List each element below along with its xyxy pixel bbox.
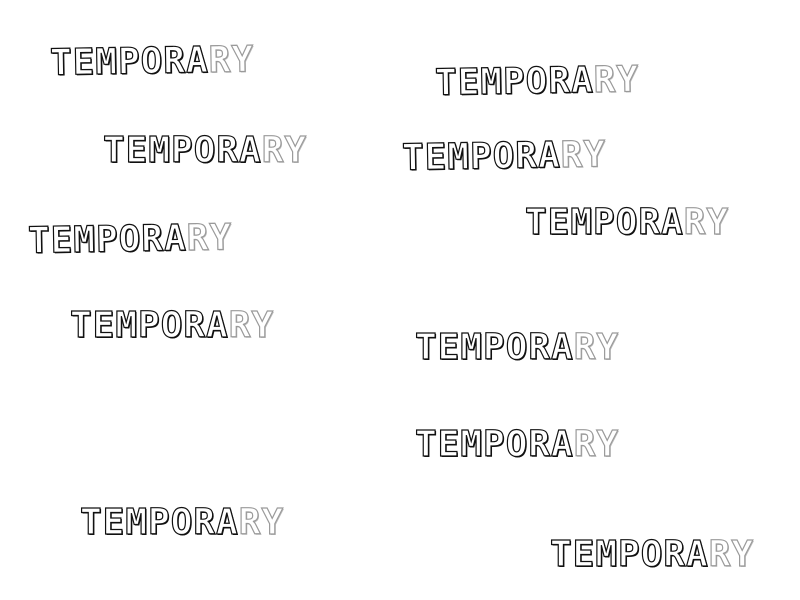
temporary-word: TEMPORARY: [414, 327, 620, 368]
word-main-letters: TEMPORA: [49, 39, 210, 84]
word-main-letters: TEMPORA: [524, 202, 684, 243]
word-faded-letters: RY: [573, 424, 620, 465]
word-faded-letters: RY: [186, 217, 233, 260]
word-faded-letters: RY: [708, 534, 755, 575]
word-main-letters: TEMPORA: [27, 217, 188, 262]
word-main-letters: TEMPORA: [414, 424, 574, 465]
temporary-word: TEMPORARY: [27, 217, 233, 263]
word-faded-letters: RY: [593, 59, 640, 102]
word-main-letters: TEMPORA: [414, 327, 574, 368]
word-faded-letters: RY: [238, 502, 285, 543]
temporary-word: TEMPORARY: [414, 424, 620, 465]
temporary-word: TEMPORARY: [49, 39, 255, 85]
temporary-word: TEMPORARY: [79, 502, 285, 543]
word-main-letters: TEMPORA: [69, 305, 229, 346]
word-faded-letters: RY: [683, 202, 730, 243]
word-main-letters: TEMPORA: [434, 59, 595, 104]
word-main-letters: TEMPORA: [401, 134, 562, 179]
word-faded-letters: RY: [573, 327, 620, 368]
word-main-letters: TEMPORA: [102, 130, 262, 171]
word-main-letters: TEMPORA: [549, 534, 709, 575]
word-faded-letters: RY: [261, 130, 308, 171]
temporary-word: TEMPORARY: [524, 202, 730, 243]
temporary-word: TEMPORARY: [69, 305, 275, 346]
word-faded-letters: RY: [208, 39, 255, 82]
word-faded-letters: RY: [228, 305, 275, 346]
word-faded-letters: RY: [560, 134, 607, 177]
temporary-word: TEMPORARY: [401, 134, 607, 180]
temporary-word: TEMPORARY: [549, 534, 755, 575]
word-main-letters: TEMPORA: [79, 502, 239, 543]
temporary-word: TEMPORARY: [434, 59, 640, 105]
temporary-word: TEMPORARY: [102, 130, 308, 171]
